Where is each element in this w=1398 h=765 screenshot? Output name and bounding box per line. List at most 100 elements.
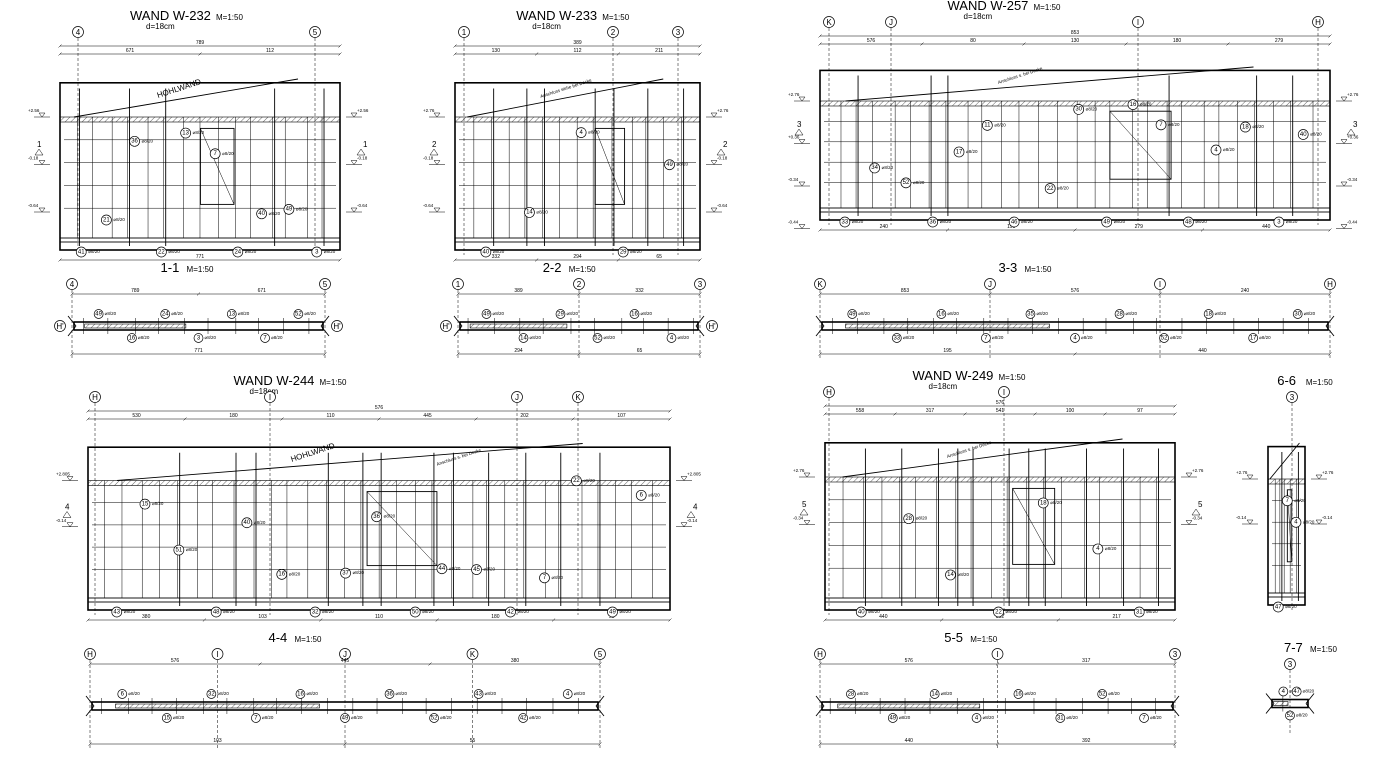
bubble-label: 36 bbox=[131, 139, 138, 145]
bubble-circle bbox=[1278, 686, 1289, 697]
drawing-subtitle: d=18cm bbox=[964, 12, 993, 21]
bubble-circle bbox=[555, 309, 566, 319]
bubble-49: 49 bbox=[1101, 216, 1113, 228]
dim-label: 789 bbox=[196, 40, 205, 46]
bubble-circle bbox=[340, 567, 351, 579]
bubble-circle bbox=[309, 606, 321, 618]
level-+2.56: +2.56 bbox=[346, 108, 369, 118]
bubble-circle bbox=[1114, 309, 1125, 319]
level-label: -0.14 bbox=[1322, 515, 1333, 520]
section-mark-label: 3 bbox=[797, 120, 802, 129]
bubble-spec: ⌀8/20 bbox=[1050, 500, 1062, 505]
bubble-spec: ⌀8/20 bbox=[351, 715, 363, 720]
bubble-22: 22 bbox=[1044, 183, 1056, 194]
dim-tick bbox=[534, 258, 539, 262]
dim-tick bbox=[698, 352, 702, 356]
bubble-circle bbox=[903, 513, 915, 525]
bubble-spec: ⌀8/20 bbox=[1150, 715, 1162, 720]
section-title: 5-5 bbox=[944, 630, 963, 645]
bubble-spec: ⌀8/20 bbox=[396, 691, 408, 696]
bubble-circle bbox=[226, 309, 237, 319]
bubble-22: 22 bbox=[993, 606, 1004, 618]
section-mark-label: 5 bbox=[1198, 500, 1203, 509]
dim-label: 558 bbox=[856, 408, 865, 414]
bubble-circle bbox=[117, 689, 128, 699]
bubble-spec: ⌀8/20 bbox=[484, 567, 496, 572]
bubble-7: 7 bbox=[981, 333, 991, 343]
dim-label: 440 bbox=[1262, 224, 1271, 230]
bubble-circle bbox=[481, 309, 492, 319]
slope-line bbox=[467, 78, 664, 118]
opening-diagonal bbox=[1109, 111, 1172, 180]
bubble-41: 41 bbox=[75, 246, 87, 258]
bubble-label: 28 bbox=[848, 691, 855, 697]
bubble-spec: ⌀8/20 bbox=[947, 311, 959, 316]
bubble-label: 52 bbox=[1099, 691, 1106, 697]
wall-hatch bbox=[115, 703, 320, 709]
section-title: 2-2 bbox=[543, 260, 562, 275]
axis-circle bbox=[264, 391, 276, 403]
bubble-circle bbox=[283, 204, 295, 215]
bubble-36: 36 bbox=[927, 216, 939, 228]
axis-circle bbox=[511, 391, 523, 403]
axis-circle bbox=[1284, 658, 1296, 670]
section-arrow bbox=[34, 148, 44, 156]
bubble-48: 48 bbox=[210, 606, 222, 618]
bubble-49: 49 bbox=[847, 309, 858, 319]
bubble-spec: ⌀8/20 bbox=[269, 211, 281, 216]
dim-tick bbox=[1173, 404, 1177, 408]
dim-tick bbox=[428, 662, 432, 666]
bubble-label: 31 bbox=[1136, 609, 1143, 615]
bubble-label: 52 bbox=[903, 180, 910, 186]
level-triangle bbox=[798, 181, 806, 187]
axis-circle bbox=[984, 278, 996, 290]
section-arrow bbox=[429, 148, 439, 156]
bubble-label: 17 bbox=[956, 149, 963, 155]
axis-I: I bbox=[1154, 278, 1166, 290]
bubble-label: 14 bbox=[931, 691, 938, 697]
level-label: +2.76 bbox=[1192, 468, 1204, 473]
bubble-label: 33 bbox=[842, 219, 849, 225]
dim-label: 440 bbox=[905, 738, 914, 744]
bubble-circle bbox=[518, 713, 529, 723]
level-triangle bbox=[66, 522, 74, 528]
bubble-circle bbox=[251, 713, 261, 723]
axis-circle bbox=[694, 278, 706, 290]
bubble-circle bbox=[429, 713, 439, 723]
dim-label: 112 bbox=[266, 48, 274, 54]
dim-tick bbox=[668, 417, 672, 421]
bubble-14: 14 bbox=[929, 689, 940, 699]
dim-tick bbox=[995, 662, 1000, 666]
dim-tick bbox=[598, 742, 602, 746]
bubble-label: 50 bbox=[412, 609, 419, 615]
bubble-32: 32 bbox=[206, 689, 217, 699]
end-wings bbox=[85, 695, 605, 717]
bubble-4: 4 bbox=[1092, 543, 1104, 555]
bubble-circle bbox=[471, 564, 482, 575]
dim-tick bbox=[616, 258, 621, 262]
bubble-spec: ⌀8/20 bbox=[88, 249, 100, 254]
bubble-label: 4 bbox=[975, 715, 979, 721]
bubble-circle bbox=[129, 135, 140, 147]
bubble-spec: ⌀8/20 bbox=[1036, 311, 1048, 316]
level-+0.36: +0.36 bbox=[1336, 135, 1359, 144]
bubble-label: 34 bbox=[871, 165, 878, 171]
bubble-spec: ⌀8/20 bbox=[1215, 311, 1227, 316]
bubble-circle bbox=[1127, 99, 1139, 110]
dim-tick bbox=[196, 292, 201, 296]
bubble-spec: ⌀8/20 bbox=[957, 572, 969, 577]
axis-H: H bbox=[823, 386, 835, 398]
dim-label: 530 bbox=[132, 413, 141, 419]
level-triangle bbox=[798, 224, 806, 229]
level-+2.76: +2.76 bbox=[1336, 92, 1359, 102]
dim-tick bbox=[202, 618, 207, 622]
bubble-circle bbox=[206, 689, 217, 699]
level-triangle bbox=[803, 472, 811, 478]
bubble-label: 44 bbox=[439, 566, 446, 572]
level-triangle bbox=[433, 160, 441, 165]
bubble-42: 42 bbox=[518, 713, 529, 723]
